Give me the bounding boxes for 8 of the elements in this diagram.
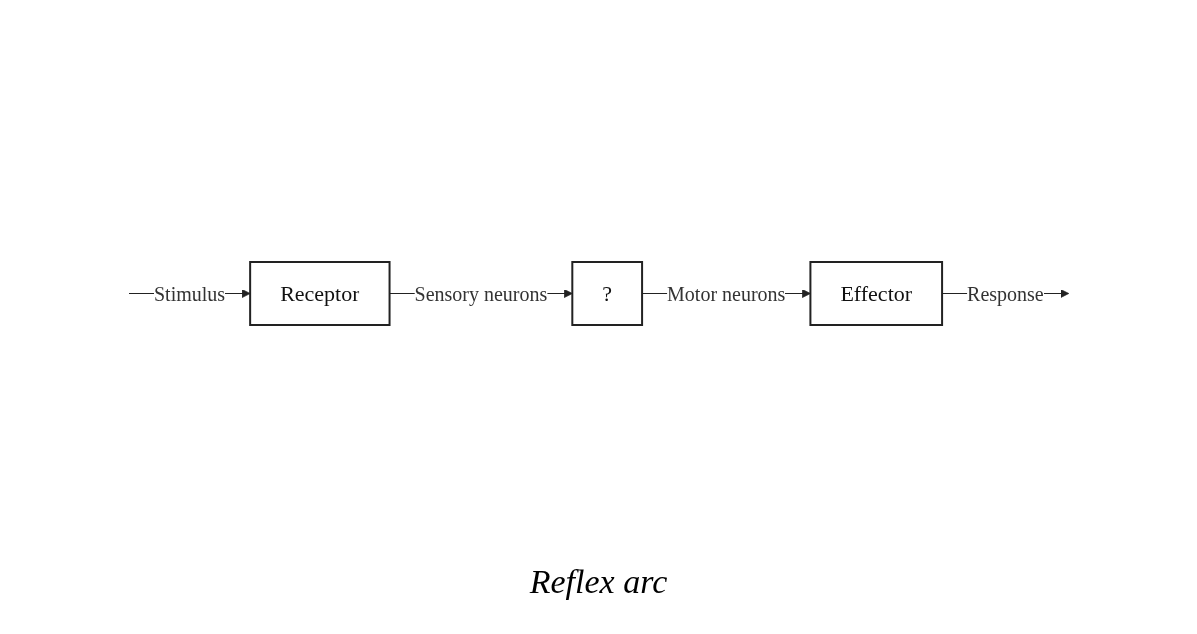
caption: Reflex arc (529, 563, 668, 601)
edge-label: Stimulus (153, 282, 225, 304)
edge-label: Response (966, 282, 1044, 304)
node-box: Receptor (248, 260, 391, 326)
node-box: ? (570, 260, 643, 326)
edge-label: Motor neurons (666, 282, 786, 304)
node-box: Effector (809, 260, 943, 326)
edge-label: Sensory neurons (414, 282, 547, 304)
